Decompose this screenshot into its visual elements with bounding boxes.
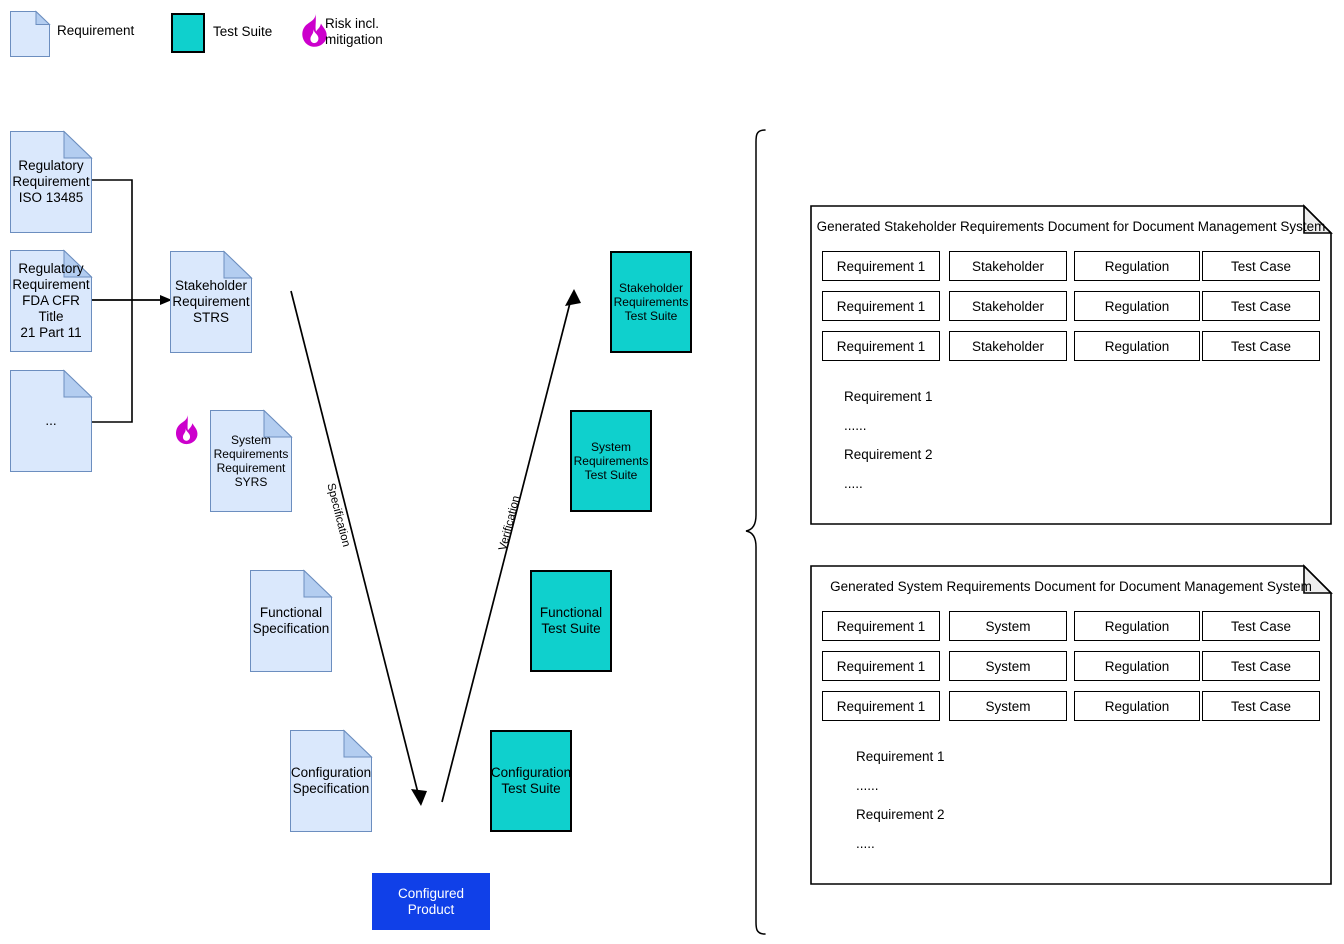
table-cell[interactable]: Stakeholder xyxy=(949,331,1067,361)
table-cell[interactable]: Stakeholder xyxy=(949,251,1067,281)
node-label: Regulatory Requirement FDA CFR Title 21 … xyxy=(12,261,90,340)
panel-body-line: Requirement 2 xyxy=(856,807,945,822)
doc-shape xyxy=(210,409,293,512)
node-regulatory-requirement-fda[interactable]: Regulatory Requirement FDA CFR Title 21 … xyxy=(10,249,93,352)
stakeholder-requirements-document-panel[interactable]: Generated Stakeholder Requirements Docum… xyxy=(810,204,1333,525)
table-cell[interactable]: Test Case xyxy=(1202,691,1320,721)
table-cell[interactable]: Test Case xyxy=(1202,331,1320,361)
risk-flame-icon xyxy=(302,14,327,47)
node-system-requirements-requirement-syrs[interactable]: System Requirements Requirement SYRS xyxy=(210,409,293,512)
node-label: Functional Test Suite xyxy=(539,605,603,636)
table-cell[interactable]: Test Case xyxy=(1202,291,1320,321)
system-requirements-document-panel[interactable]: Generated System Requirements Document f… xyxy=(810,564,1333,885)
node-label: Configured Product xyxy=(397,885,465,917)
node-label: Stakeholder Requirements Test Suite xyxy=(613,280,689,324)
node-stakeholder-requirement-strs[interactable]: Stakeholder Requirement STRS xyxy=(170,250,253,353)
legend-label-requirement: Requirement xyxy=(57,23,135,38)
legend-label-risk: Risk incl. mitigation xyxy=(325,16,383,48)
node-label: Configuration Specification xyxy=(290,765,372,796)
table-cell[interactable]: Requirement 1 xyxy=(822,291,940,321)
table-cell[interactable]: Requirement 1 xyxy=(822,691,940,721)
node-label: System Requirements Requirement SYRS xyxy=(213,432,289,490)
table-cell[interactable]: Test Case xyxy=(1202,251,1320,281)
node-configured-product[interactable]: Configured Product xyxy=(372,873,490,930)
node-stakeholder-requirements-test-suite[interactable]: Stakeholder Requirements Test Suite xyxy=(610,251,692,353)
panel-shape xyxy=(810,564,1333,885)
node-label: ... xyxy=(45,413,57,429)
table-cell[interactable]: System xyxy=(949,611,1067,641)
node-label: Regulatory Requirement ISO 13485 xyxy=(12,158,90,205)
doc-shape xyxy=(10,369,93,472)
panel-body-line: ...... xyxy=(856,778,879,793)
doc-shape xyxy=(10,130,93,233)
table-cell[interactable]: Stakeholder xyxy=(949,291,1067,321)
table-cell[interactable]: Test Case xyxy=(1202,611,1320,641)
table-cell[interactable]: Regulation xyxy=(1074,291,1200,321)
node-configuration-test-suite[interactable]: Configuration Test Suite xyxy=(490,730,572,832)
table-cell[interactable]: Regulation xyxy=(1074,651,1200,681)
table-cell[interactable]: Test Case xyxy=(1202,651,1320,681)
node-label: Stakeholder Requirement STRS xyxy=(172,278,250,325)
panel-title: Generated Stakeholder Requirements Docum… xyxy=(816,219,1326,234)
node-regulatory-requirement-iso[interactable]: Regulatory Requirement ISO 13485 xyxy=(10,130,93,233)
table-cell[interactable]: System xyxy=(949,651,1067,681)
node-label: Configuration Test Suite xyxy=(490,765,572,796)
table-cell[interactable]: Requirement 1 xyxy=(822,651,940,681)
doc-shape xyxy=(250,569,333,672)
arrow-label-verification: Verification xyxy=(497,494,523,552)
panel-title: Generated System Requirements Document f… xyxy=(830,579,1312,594)
table-cell[interactable]: Requirement 1 xyxy=(822,611,940,641)
table-cell[interactable]: Regulation xyxy=(1074,331,1200,361)
node-functional-specification[interactable]: Functional Specification xyxy=(250,569,333,672)
node-regulatory-requirement-more[interactable]: ... xyxy=(10,369,93,472)
doc-shape xyxy=(290,729,373,832)
table-cell[interactable]: Regulation xyxy=(1074,691,1200,721)
panel-body-line: Requirement 1 xyxy=(844,389,933,404)
panel-body-line: Requirement 1 xyxy=(856,749,945,764)
node-label: Functional Specification xyxy=(252,605,330,636)
panel-body-line: Requirement 2 xyxy=(844,447,933,462)
table-cell[interactable]: System xyxy=(949,691,1067,721)
table-cell[interactable]: Requirement 1 xyxy=(822,331,940,361)
table-cell[interactable]: Regulation xyxy=(1074,251,1200,281)
risk-flame-icon-syrs xyxy=(176,415,198,445)
node-configuration-specification[interactable]: Configuration Specification xyxy=(290,729,373,832)
node-label: System Requirements Test Suite xyxy=(573,439,649,483)
table-cell[interactable]: Requirement 1 xyxy=(822,251,940,281)
node-functional-test-suite[interactable]: Functional Test Suite xyxy=(530,570,612,672)
arrow-label-specification: Specification xyxy=(324,482,352,549)
table-cell[interactable]: Regulation xyxy=(1074,611,1200,641)
test-suite-box-icon xyxy=(171,13,205,53)
panel-body-line: ..... xyxy=(844,476,863,491)
node-system-requirements-test-suite[interactable]: System Requirements Test Suite xyxy=(570,410,652,512)
legend-label-test-suite: Test Suite xyxy=(213,24,273,39)
panel-body-line: ..... xyxy=(856,836,875,851)
doc-shape xyxy=(10,249,93,352)
panel-shape xyxy=(810,204,1333,525)
panel-body-line: ...... xyxy=(844,418,867,433)
doc-shape xyxy=(170,250,253,353)
requirement-doc-icon xyxy=(10,10,51,57)
